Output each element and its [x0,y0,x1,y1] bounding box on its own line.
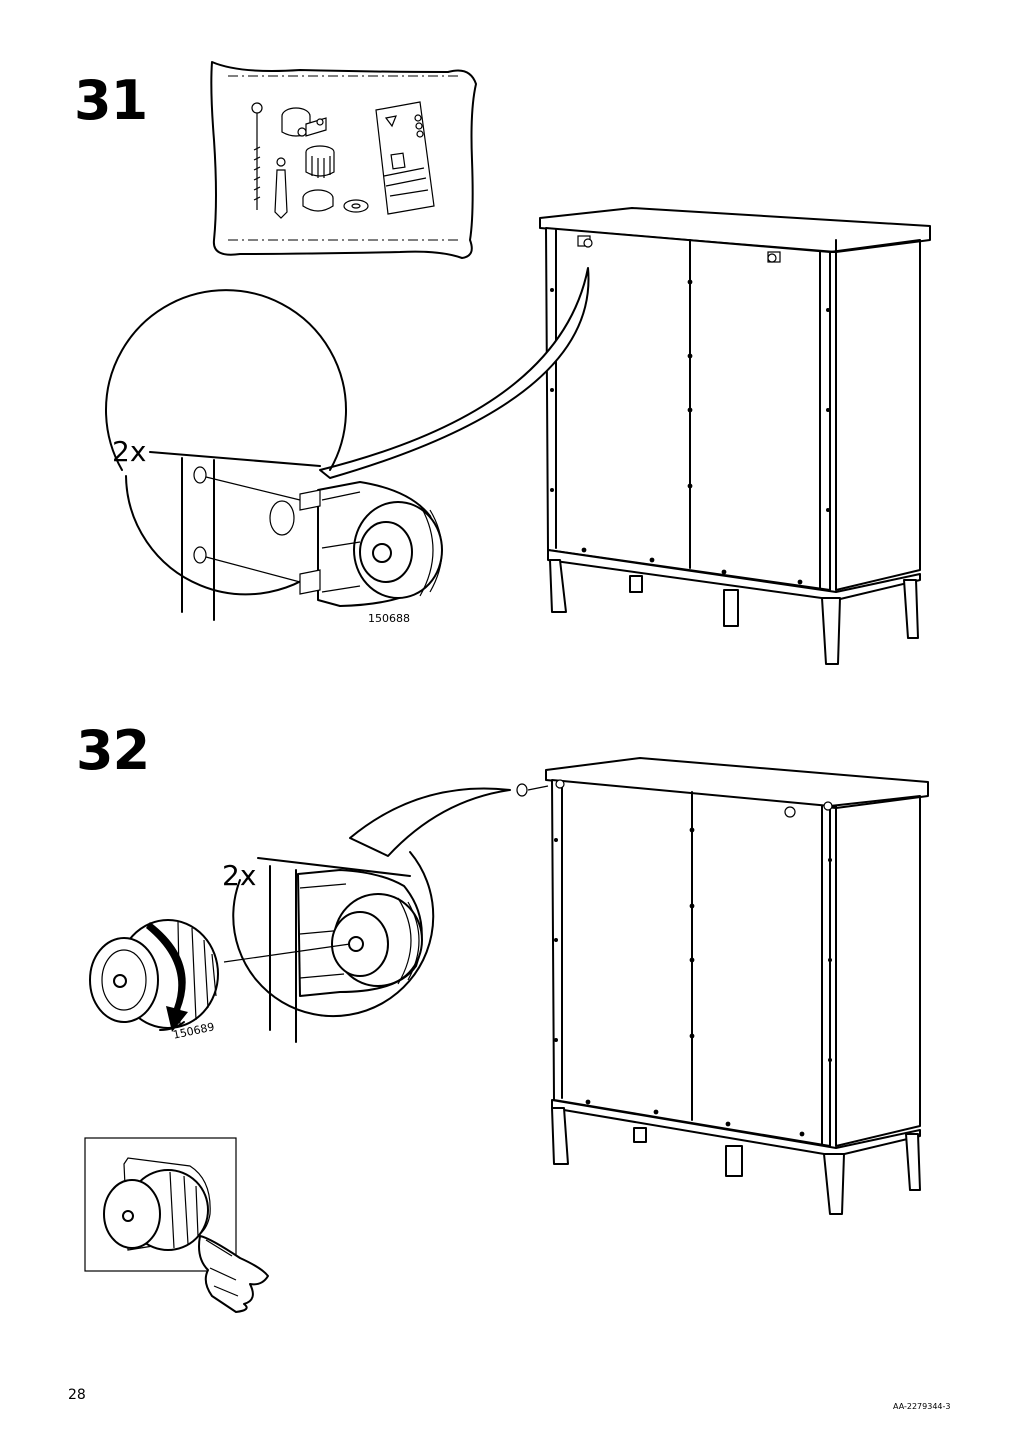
detail-circle-31 [105,289,443,621]
callout-pointer [319,267,590,479]
inset-box [84,1137,269,1313]
hardware-bag [210,61,477,259]
rotation-arrow-icon [146,922,188,1032]
warning-triangle-icon [384,115,397,128]
step-32-quantity: 2x [222,859,257,892]
instruction-leaflet [375,101,435,215]
step-31-quantity: 2x [112,435,147,468]
document-code: AA-2279344-3 [893,1402,951,1411]
knob-part-small [516,783,549,797]
cabinet-back-view [545,757,929,1215]
step-31-part-number: 150688 [368,612,410,625]
callout-pointer [349,787,511,857]
wall-plug-part [274,157,288,219]
step-32-number: 32 [76,719,150,782]
bracket-part [281,107,327,137]
pointing-hand-icon [198,1235,269,1313]
washer-part [343,199,369,213]
step-31-number: 31 [74,69,148,132]
page-number: 28 [68,1387,86,1403]
screw-part [251,102,263,210]
cap-part [302,189,334,212]
detail-circle-32 [223,851,435,1043]
cabinet-back-view [539,207,931,665]
knob-rotating [89,919,219,1032]
knob-part [305,145,335,178]
